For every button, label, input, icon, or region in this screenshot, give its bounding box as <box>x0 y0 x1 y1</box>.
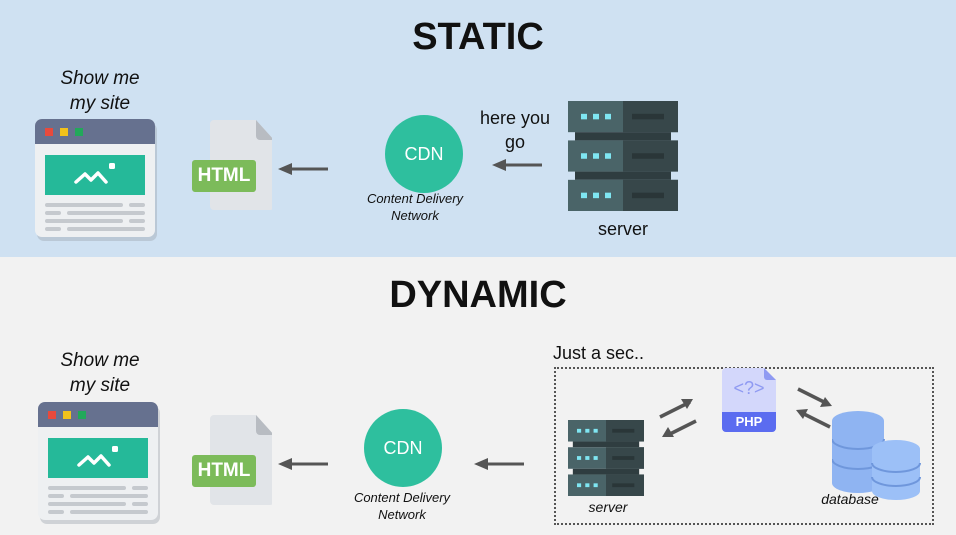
arrow-left-icon <box>278 457 328 471</box>
dynamic-request-line1: Show me <box>60 350 140 371</box>
static-panel: STATIC Show me my site HTML CDN Content … <box>0 0 956 257</box>
response-line1: here you <box>479 108 551 128</box>
php-label: PHP <box>735 414 763 429</box>
cdn-caption-line1: Content Delivery <box>366 191 464 206</box>
browser-window-icon <box>38 402 162 526</box>
static-title: STATIC <box>412 16 544 58</box>
server-label: server <box>597 219 648 239</box>
processing-label: Just a sec.. <box>553 343 645 363</box>
arrows-server-php-icon <box>659 399 697 437</box>
dynamic-title: DYNAMIC <box>389 274 567 316</box>
cdn-caption-line2: Network <box>378 507 426 522</box>
cdn-caption: Content Delivery Network <box>337 489 467 523</box>
php-code-glyph: <?> <box>733 378 765 398</box>
arrow-left-icon <box>278 162 328 176</box>
response-line2: go <box>504 132 526 152</box>
browser-window-icon <box>35 119 159 243</box>
dynamic-request-line2: my site <box>69 375 131 396</box>
database-icon <box>832 411 921 500</box>
html-badge-label: HTML <box>197 460 251 481</box>
arrow-left-icon <box>474 457 524 471</box>
database-label: database <box>821 491 879 507</box>
html-file-icon: HTML <box>192 120 272 210</box>
server-icon <box>568 101 678 211</box>
static-request-line2: my site <box>69 93 131 114</box>
dynamic-request-caption: Show me my site <box>40 348 160 398</box>
cdn-circle: CDN <box>385 115 463 193</box>
server-icon <box>568 420 644 496</box>
html-file-icon: HTML <box>192 415 272 505</box>
cdn-circle: CDN <box>364 409 442 487</box>
dynamic-server-label: server <box>588 499 628 515</box>
static-request-line1: Show me <box>60 68 140 89</box>
static-request-caption: Show me my site <box>40 66 160 116</box>
cdn-caption-line1: Content Delivery <box>353 490 451 505</box>
dynamic-panel: DYNAMIC Show me my site HTML CDN Content… <box>0 257 956 535</box>
arrows-php-database-icon <box>796 387 832 429</box>
php-file-icon: <?> PHP <box>722 368 776 432</box>
cdn-caption-line2: Network <box>391 208 439 223</box>
arrow-left-icon <box>492 158 542 172</box>
response-caption: here you go <box>470 106 560 154</box>
cdn-caption: Content Delivery Network <box>350 190 480 224</box>
html-badge-label: HTML <box>197 165 251 186</box>
